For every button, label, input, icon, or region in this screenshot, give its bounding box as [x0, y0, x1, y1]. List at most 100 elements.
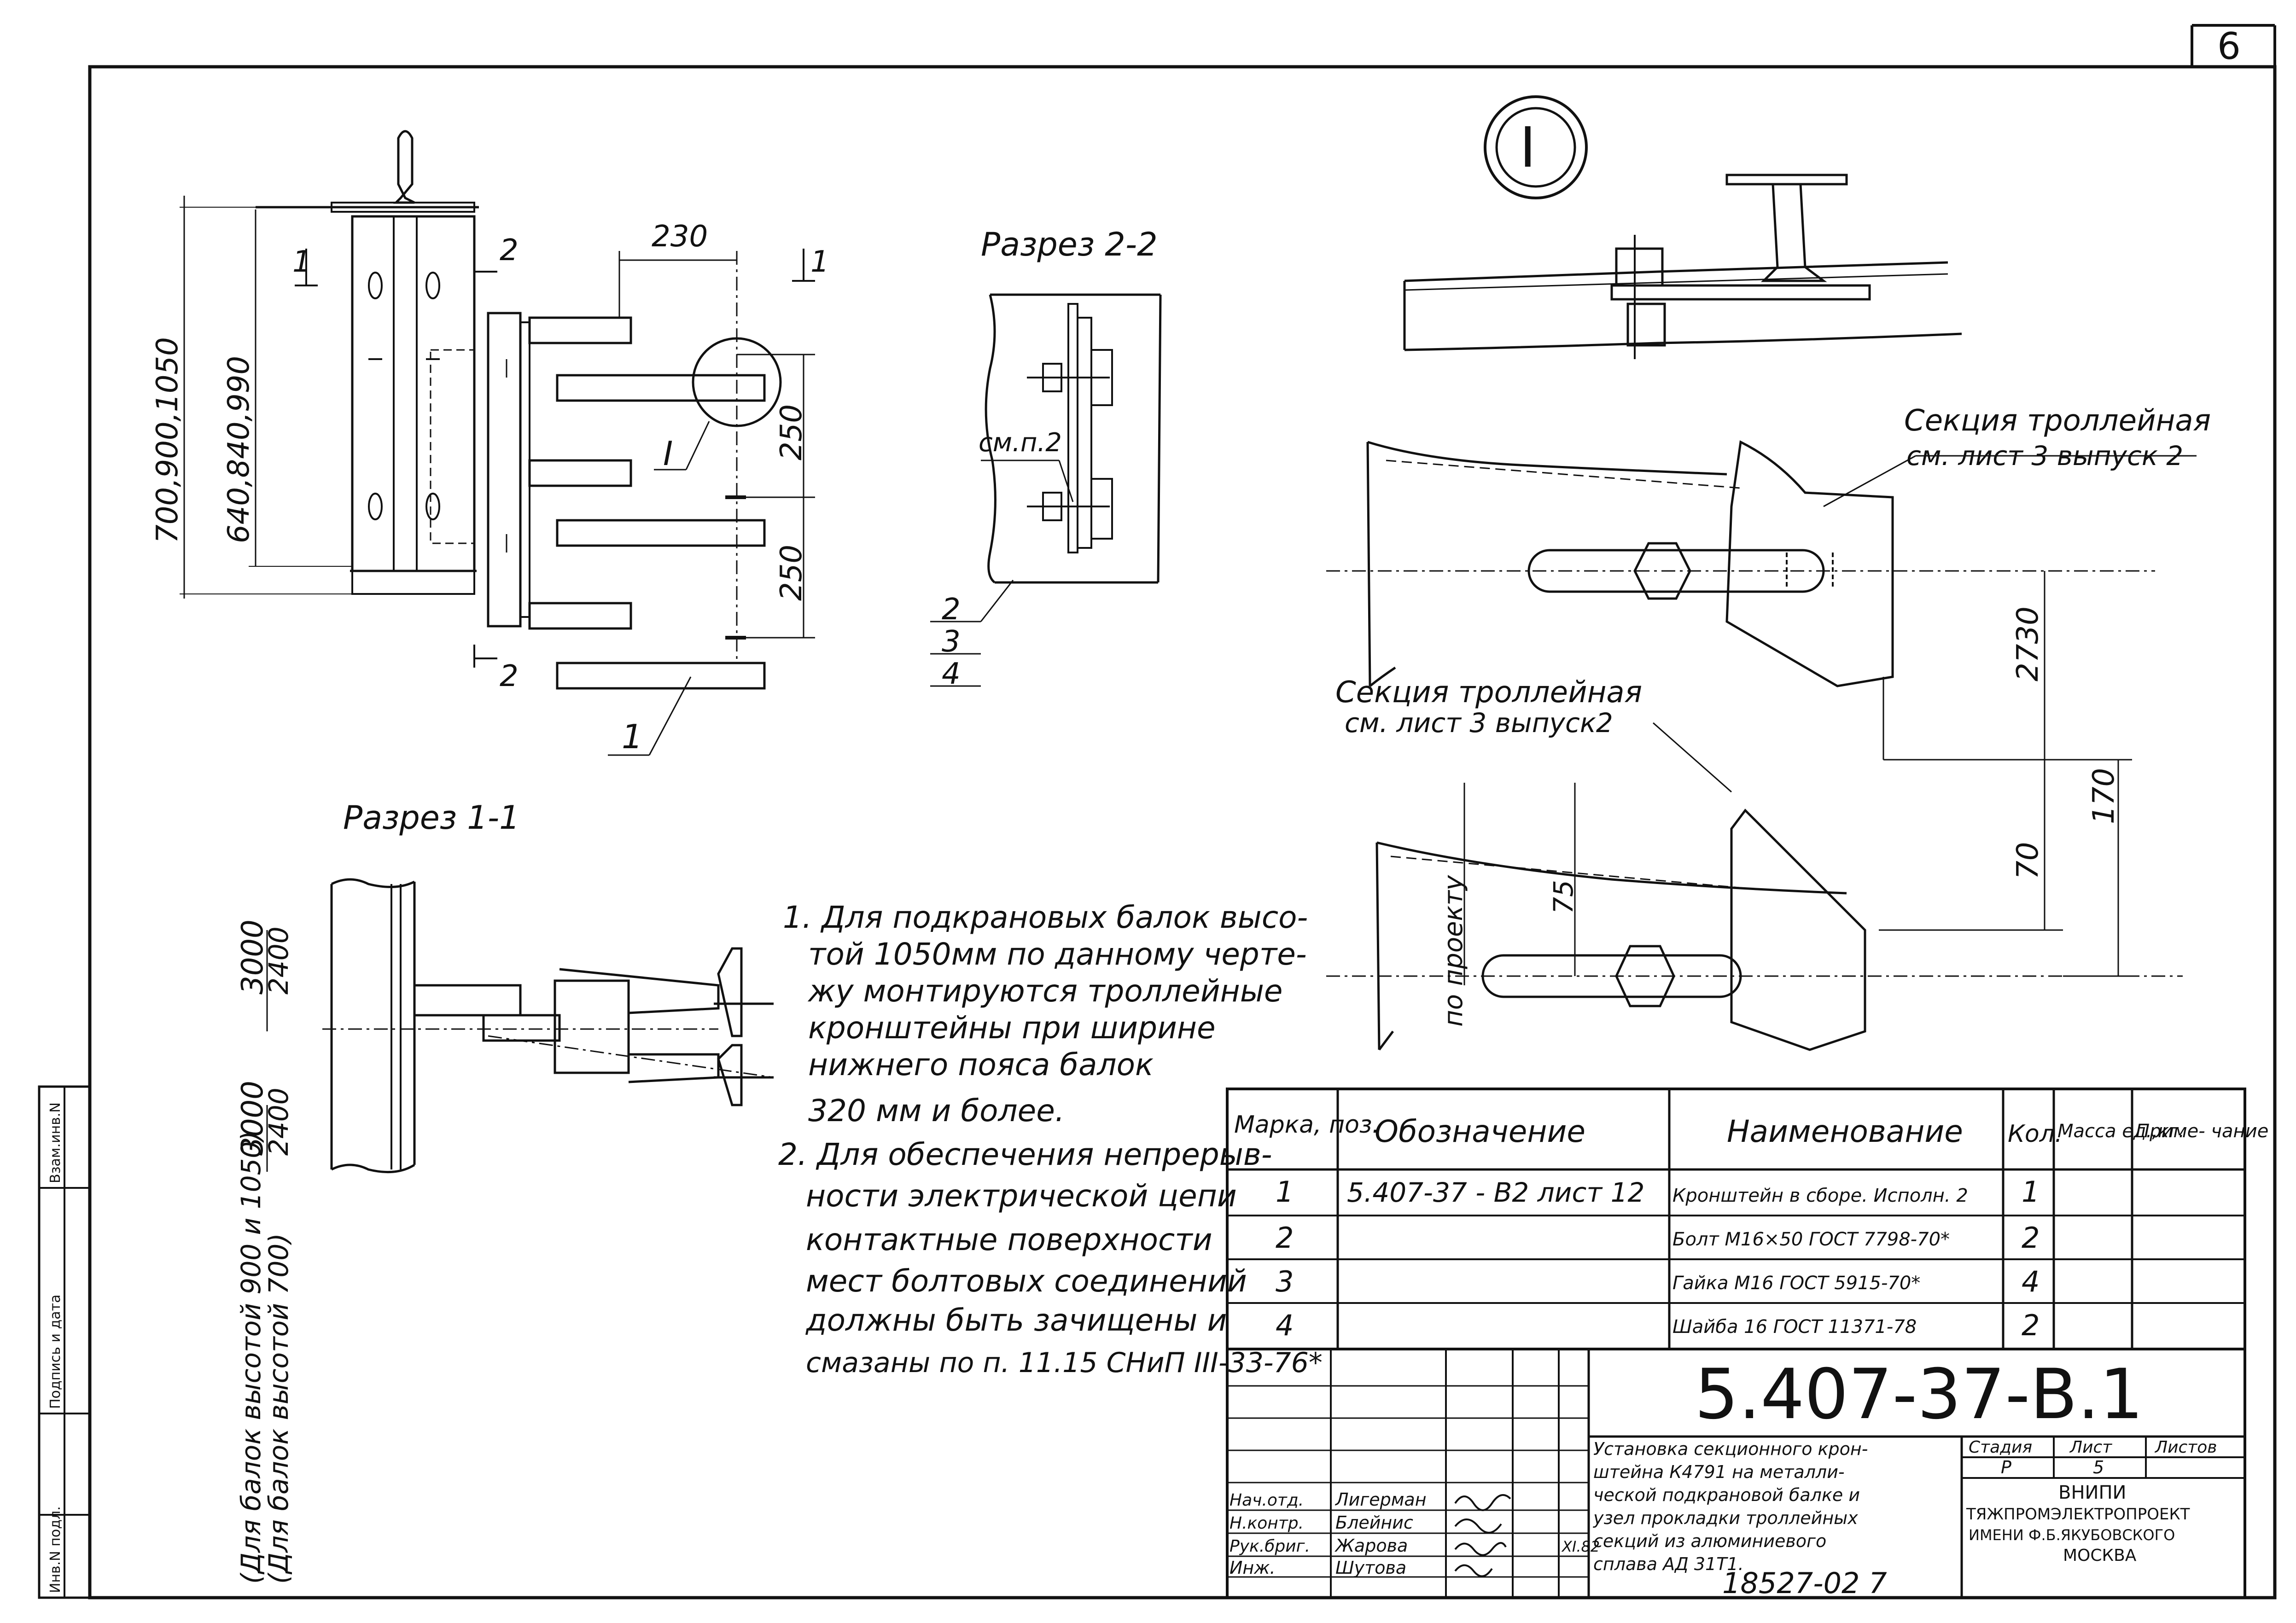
org-line: ВНИПИ — [2058, 1482, 2126, 1503]
th-designation: Обозначение — [1375, 1114, 1585, 1149]
signature-role: Нач.отд. — [1230, 1491, 1304, 1510]
section-2-view — [930, 293, 1162, 687]
trolley-section-upper: Секция троллейная — [1904, 404, 2211, 438]
signature-name: Лигерман — [1334, 1489, 1427, 1510]
dim-outer: 700,900,1050 — [151, 337, 185, 543]
table-cell-mark: 3 — [1276, 1265, 1294, 1298]
signature-role: Рук.бриг. — [1230, 1537, 1310, 1556]
section-2-pos-2: 2 — [942, 593, 961, 627]
trolley-section-lower: Секция троллейная — [1335, 675, 1642, 710]
archive-number: 18527-02 7 — [1722, 1566, 1887, 1600]
table-cell-qty: 1 — [2022, 1175, 2040, 1209]
dim-75: 75 — [1548, 880, 1579, 914]
note-line: 2. Для обеспечения непрерыв- — [778, 1137, 1272, 1172]
title-description: Установка секционного крон- штейна К4791… — [1593, 1439, 1868, 1574]
org-line: МОСКВА — [2063, 1546, 2137, 1565]
section-2-pos-3: 3 — [942, 625, 961, 659]
pos-1-front: 1 — [622, 717, 643, 756]
detail-label-front: I — [663, 434, 673, 473]
dim-3000a: 3000 — [236, 919, 270, 995]
dim-3000b: 3000 — [236, 1081, 270, 1156]
stamp-sign-date: Подпись и дата — [47, 1295, 64, 1409]
side-stamp: Взам.инв.N Подпись и дата Инв.N подл. — [38, 1085, 91, 1599]
page-number: 6 — [2217, 25, 2241, 68]
trolley-section-lower-ref: см. лист 3 выпуск2 — [1345, 707, 1613, 739]
table-cell-qty: 2 — [2022, 1309, 2040, 1342]
signatures: Нач.отд. Лигерман Н.контр. Блейнис Рук.б… — [1230, 1489, 1600, 1578]
front-view — [180, 130, 815, 668]
note-line: той 1050мм по данному черте- — [808, 937, 1307, 972]
note-line: 1. Для подкрановых балок высо- — [783, 900, 1308, 935]
description-line: Установка секционного крон- — [1593, 1439, 1868, 1459]
th-name: Наименование — [1727, 1114, 1963, 1149]
detail-plan-upper — [1326, 440, 2197, 761]
table-cell-qty: 2 — [2022, 1221, 2040, 1255]
dim-250a: 250 — [775, 404, 809, 460]
th-note: Приме- чание — [2136, 1121, 2268, 1142]
signature-name: Шутова — [1335, 1558, 1406, 1578]
table-cell-name: Гайка М16 ГОСТ 5915-70* — [1672, 1273, 1920, 1294]
dim-230: 230 — [652, 220, 708, 254]
detail-plan-lower — [1326, 722, 2183, 1051]
spec-table-rows: 1 5.407-37 - В2 лист 12 Кронштейн в сбор… — [1276, 1175, 2040, 1342]
dim-2730: 2730 — [2011, 606, 2045, 681]
note-line: смазаны по п. 11.15 СНиП III-33-76* — [806, 1347, 1323, 1379]
doc-code: 5.407-37-В.1 — [1695, 1355, 2144, 1435]
description-line: ческой подкрановой балке и — [1593, 1485, 1860, 1505]
marker-2-top: 2 — [500, 233, 519, 268]
description-line: сплава АД 31Т1. — [1593, 1554, 1744, 1574]
notes-block: 1. Для подкрановых балок высо- той 1050м… — [778, 900, 1323, 1379]
sheet-value: 5 — [2093, 1457, 2104, 1478]
table-cell-name: Болт М16×50 ГОСТ 7798-70* — [1672, 1229, 1950, 1250]
signature-name: Блейнис — [1335, 1512, 1413, 1533]
handwritten-signature — [1454, 1564, 1493, 1577]
handwritten-signature — [1454, 1518, 1502, 1534]
dim-170: 170 — [2087, 768, 2121, 824]
table-cell-designation: 5.407-37 - В2 лист 12 — [1347, 1177, 1644, 1208]
stage-value: Р — [2001, 1457, 2011, 1478]
signature-name: Жарова — [1334, 1536, 1408, 1556]
section-1-view — [266, 878, 774, 1174]
section-2-title: Разрез 2-2 — [981, 226, 1158, 263]
beam-note-2: (Для балок высотой 700) — [263, 1233, 294, 1584]
th-mass: Масса ед.,кг. — [2057, 1121, 2185, 1142]
handwritten-signature — [1454, 1542, 1507, 1556]
note-line: должны быть зачищены и — [805, 1303, 1227, 1338]
org-line: ТЯЖПРОМЭЛЕКТРОПРОЕКТ — [1966, 1505, 2190, 1524]
section-2-pos-4: 4 — [942, 657, 961, 691]
signature-date: XI.82 — [1561, 1538, 1600, 1555]
description-line: штейна К4791 на металли- — [1593, 1462, 1845, 1482]
callout-symbol: I — [1520, 116, 1536, 180]
note-line: контактные поверхности — [806, 1222, 1212, 1257]
stamp-inv-replace: Взам.инв.N — [47, 1102, 64, 1183]
handwritten-signature — [1454, 1494, 1511, 1511]
table-cell-mark: 1 — [1276, 1175, 1294, 1209]
dim-inner: 640,840,990 — [222, 356, 256, 543]
sheet-label: Лист — [2069, 1438, 2112, 1457]
dim-250b: 250 — [775, 545, 809, 601]
marker-1-left: 1 — [292, 245, 311, 279]
table-cell-name: Кронштейн в сборе. Исполн. 2 — [1672, 1185, 1968, 1206]
table-cell-mark: 4 — [1276, 1309, 1294, 1342]
marker-1-right: 1 — [810, 245, 829, 279]
table-cell-name: Шайба 16 ГОСТ 11371-78 — [1672, 1316, 1917, 1338]
detail-callout — [1484, 95, 1588, 199]
th-mark: Марка, поз. — [1234, 1111, 1380, 1139]
beam-note-1: (Для балок высотой 900 и 1050) — [235, 1131, 267, 1584]
signature-role: Инж. — [1230, 1558, 1276, 1578]
note-line: 320 мм и более. — [808, 1093, 1065, 1129]
spec-table-grid — [1226, 1088, 2246, 1350]
stage-label: Стадия — [1969, 1438, 2032, 1457]
description-line: узел прокладки троллейных — [1593, 1508, 1858, 1528]
marker-2-bottom: 2 — [500, 659, 519, 693]
table-cell-mark: 2 — [1276, 1221, 1294, 1255]
dim-2400b: 2400 — [263, 1088, 294, 1156]
detail-top-view — [1403, 174, 1962, 359]
title-block-grid — [1226, 1348, 2246, 1599]
table-cell-qty: 4 — [2022, 1265, 2040, 1298]
trolley-section-upper-ref: см. лист 3 выпуск 2 — [1906, 440, 2183, 471]
note-line: ности электрической цепи — [806, 1178, 1237, 1214]
organization: ВНИПИ ТЯЖПРОМЭЛЕКТРОПРОЕКТ ИМЕНИ Ф.Б.ЯКУ… — [1966, 1482, 2190, 1565]
note-line: нижнего пояса балок — [808, 1047, 1154, 1082]
